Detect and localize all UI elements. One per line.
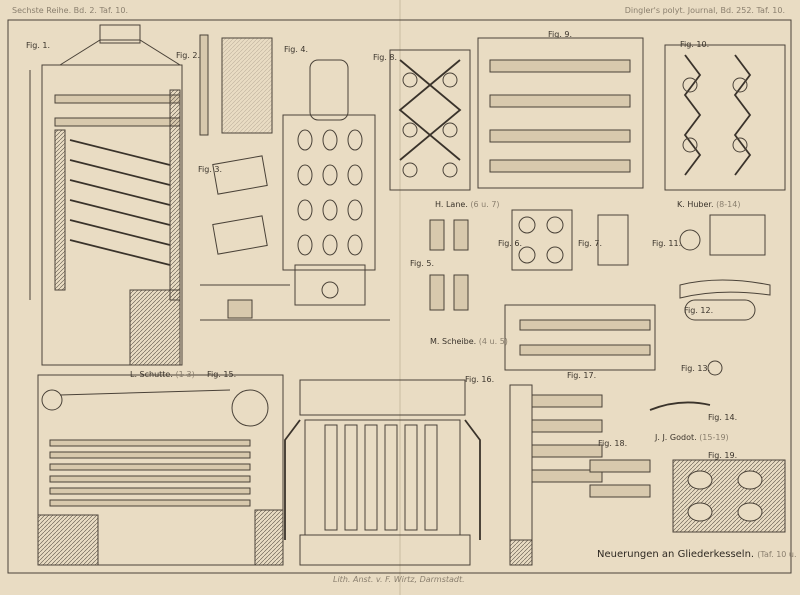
fig-label-8: Fig. 8. [373, 53, 397, 62]
caption-scheibe: M. Scheibe. (4 u. 5) [430, 337, 508, 346]
fig-label-4: Fig. 4. [284, 45, 308, 54]
fig-4-drawing [200, 59, 390, 321]
fig-19-drawing [672, 459, 786, 533]
fig-16-drawing [284, 379, 481, 566]
caption-godot: J. J. Godot. (15-19) [654, 433, 729, 442]
plate-border [7, 19, 792, 574]
fig-2-drawing [199, 34, 273, 136]
fig-10-drawing [664, 44, 786, 191]
fig-label-7: Fig. 7. [578, 239, 602, 248]
small-figures-drawing [429, 209, 771, 411]
fig-1-drawing [29, 24, 183, 366]
caption-huber: K. Huber. (8-14) [677, 200, 740, 209]
fig-15-drawing [37, 374, 284, 566]
fig-label-17: Fig. 17. [567, 371, 596, 380]
fig-label-1: Fig. 1. [26, 41, 50, 50]
header-right: Dingler's polyt. Journal, Bd. 252. Taf. … [625, 6, 785, 15]
fig-label-13: Fig. 13. [681, 364, 710, 373]
fig-label-18: Fig. 18. [598, 439, 627, 448]
fig-label-3: Fig. 3. [198, 165, 222, 174]
fig-label-6: Fig. 6. [498, 239, 522, 248]
header-left: Sechste Reihe. Bd. 2. Taf. 10. [12, 6, 128, 15]
fig-3-drawing [200, 155, 290, 319]
lithographer-credit: Lith. Anst. v. F. Wirtz, Darmstadt. [333, 575, 465, 584]
fig-label-2: Fig. 2. [176, 51, 200, 60]
fig-label-10: Fig. 10. [680, 40, 709, 49]
fig-label-5: Fig. 5. [410, 259, 434, 268]
fig-label-11: Fig. 11. [652, 239, 681, 248]
fig-label-12: Fig. 12. [684, 306, 713, 315]
fig-17-drawing [504, 304, 656, 371]
fig-label-16: Fig. 16. [465, 375, 494, 384]
fig-label-9: Fig. 9. [548, 30, 572, 39]
fig-9-drawing [477, 37, 644, 189]
fig-label-19: Fig. 19. [708, 451, 737, 460]
caption-lane: H. Lane. (6 u. 7) [435, 200, 500, 209]
plate-title: Neuerungen an Gliederkesseln. (Taf. 10 u… [597, 549, 800, 560]
caption-schutte: L. Schutte. (1-3) [130, 370, 195, 379]
fig-label-15: Fig. 15. [207, 370, 236, 379]
fig-8-drawing [389, 49, 471, 191]
fig-label-14: Fig. 14. [708, 413, 737, 422]
fig-18-drawing [509, 384, 651, 566]
